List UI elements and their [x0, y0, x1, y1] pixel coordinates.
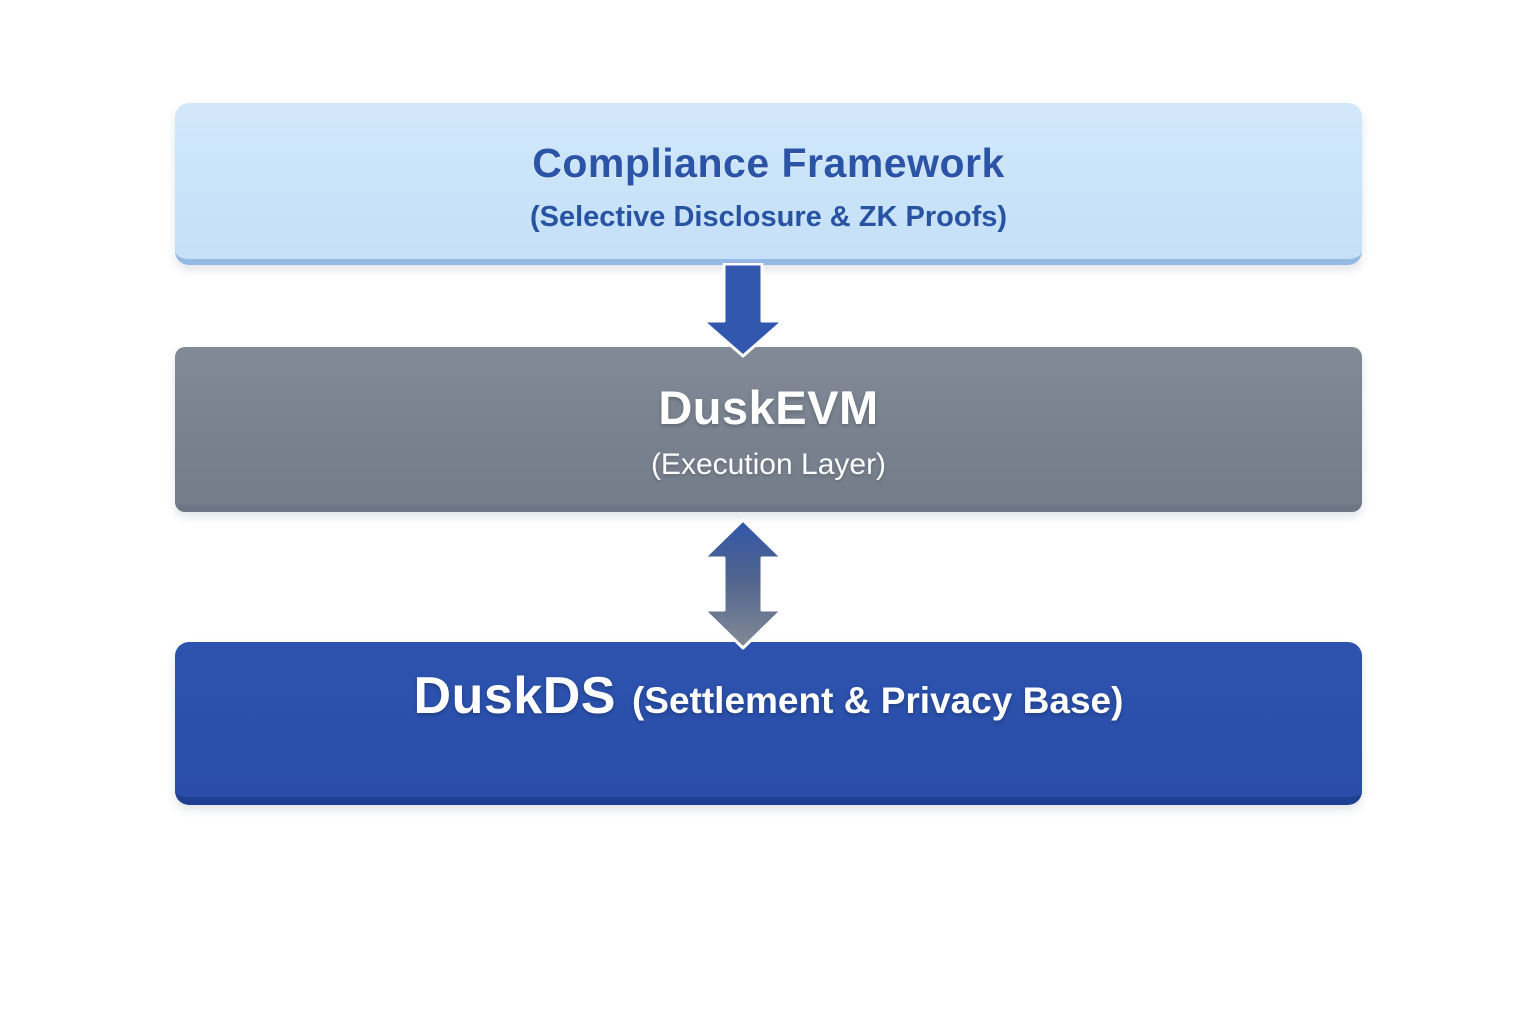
down-arrow-icon	[701, 263, 785, 358]
duskevm-title: DuskEVM	[658, 381, 879, 434]
layer-duskevm: DuskEVM (Execution Layer)	[175, 347, 1362, 512]
compliance-framework-title: Compliance Framework	[532, 140, 1005, 186]
compliance-framework-subtitle: (Selective Disclosure & ZK Proofs)	[529, 201, 1008, 233]
bidirectional-arrow-icon	[702, 518, 784, 650]
layer-duskds: DuskDS (Settlement & Privacy Base)	[175, 642, 1362, 805]
layer-compliance-framework: Compliance Framework (Selective Disclosu…	[175, 103, 1362, 265]
duskds-subtitle: (Settlement & Privacy Base)	[631, 680, 1124, 721]
duskevm-subtitle: (Execution Layer)	[650, 448, 887, 481]
duskds-title: DuskDS	[413, 667, 616, 725]
